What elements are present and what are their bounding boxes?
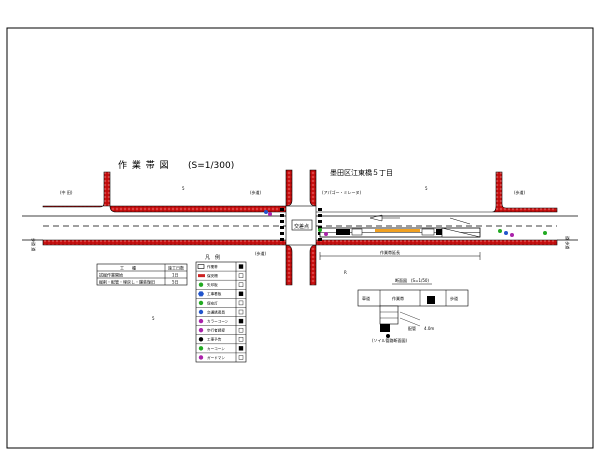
arrow-board-marker: [318, 228, 322, 232]
legend-item-label: ガードマン: [207, 355, 225, 360]
legend-swatch: [198, 337, 204, 342]
label-ne-right: (歩道): [514, 189, 526, 195]
sign-marker: [543, 231, 547, 235]
legend-symbol: [238, 318, 244, 324]
dimension-label: 作業帯延長: [380, 249, 400, 255]
legend-item-label: カーコーン: [207, 346, 225, 351]
legend-item-label: 工事予告: [207, 337, 222, 342]
intersection: 交差点: [280, 205, 322, 246]
safety-devices: [264, 210, 547, 237]
label-n-mid-right: (アパゴー・ミレーヌ): [322, 189, 361, 195]
legend-symbol: [238, 355, 244, 360]
work-zone: [319, 214, 481, 238]
label-left-edge: 歩道 道: [31, 238, 37, 251]
road-edges: [22, 215, 578, 241]
legend-symbol: [238, 264, 244, 269]
legend-symbol: [238, 327, 244, 333]
legend-swatch: [197, 264, 205, 269]
legend-symbol: [238, 309, 244, 315]
section-pipe-label: 配管: [408, 325, 416, 331]
legend-swatch: [198, 300, 204, 306]
section-diagram: 断面図 (S=1/50) 車道 作業帯 歩道 配管 4.0m (ソイル管路断面図…: [357, 277, 469, 343]
section-title: 断面図 (S=1/50): [395, 277, 429, 283]
section-right-label: 歩道: [450, 295, 458, 301]
section-left-label: 車道: [362, 295, 370, 301]
legend-item-label: 矢印板: [207, 282, 218, 287]
dimension-line: [319, 252, 481, 260]
legend-title: 凡 例: [205, 254, 220, 261]
legend-swatch: [198, 318, 204, 324]
legend-item-label: 保安灯: [207, 300, 218, 305]
table-row-2-type: 掘削・配管・埋戻し・舗装復旧: [99, 279, 155, 285]
legend-swatch: [198, 274, 205, 278]
label-right-edge: 道 歩道: [565, 236, 571, 249]
label-ne-num: 5: [425, 186, 428, 191]
table-header-days: 施工日数: [168, 265, 184, 271]
legend-item-label: 作業帯: [207, 264, 218, 269]
legend-item-label: 歩行者誘導: [207, 328, 225, 333]
legend-swatch: [198, 355, 204, 360]
label-sw-num: 5: [152, 316, 155, 321]
legend-swatch: [198, 291, 204, 297]
guard-marker: [324, 232, 328, 236]
north-guard-marker: [268, 212, 272, 216]
drawing-title: 作 業 帯 図: [118, 159, 170, 171]
legend-item-label: 保安柵: [207, 273, 218, 278]
section-depth-label: 4.0m: [424, 326, 434, 331]
table-header-type: 工 種: [120, 265, 136, 271]
work-schedule-table: 工 種 施工日数 試掘作業開始 1日 掘削・配管・埋戻し・舗装復旧 5日: [96, 263, 188, 286]
north-cone-marker: [264, 210, 268, 214]
intersection-label: 交差点: [294, 223, 309, 230]
cone-marker: [504, 231, 508, 235]
legend-item-label: 工事看板: [207, 291, 222, 296]
legend-symbol: [238, 291, 244, 297]
table-row-2-days: 5日: [172, 280, 179, 285]
legend-swatch: [198, 346, 204, 351]
legend-symbol: [238, 273, 244, 278]
label-nw-corner: (中 田): [60, 189, 73, 195]
light-marker: [498, 229, 502, 233]
legend-box: 作業帯保安柵矢印板工事看板保安灯交通誘導員カラーコーン歩行者誘導工事予告カーコー…: [195, 261, 247, 363]
label-s-mid: (歩道): [255, 250, 267, 256]
table-row-1-days: 1日: [172, 273, 179, 278]
section-center-label: 作業帯: [392, 295, 404, 301]
legend-swatch: [198, 309, 204, 315]
legend-symbol: [238, 282, 244, 287]
guide-marker: [510, 233, 514, 237]
legend-swatch: [198, 327, 204, 333]
legend-symbol: [238, 337, 244, 342]
legend-item-label: カラーコーン: [207, 318, 229, 323]
label-n-mid-left: (歩道): [250, 189, 262, 195]
legend-symbol: [238, 300, 244, 306]
label-nw-road: 5: [182, 186, 185, 191]
section-note: (ソイル管路断面図): [372, 337, 408, 343]
legend-item-label: 交通誘導員: [207, 309, 225, 314]
label-small-r: R: [344, 270, 347, 275]
legend-symbol: [238, 346, 244, 351]
table-row-1-type: 試掘作業開始: [99, 272, 123, 278]
drawing-scale: (S=1/300): [188, 161, 234, 171]
location-label: 墨田区江東橋５丁目: [330, 168, 393, 177]
legend-swatch: [198, 282, 204, 287]
